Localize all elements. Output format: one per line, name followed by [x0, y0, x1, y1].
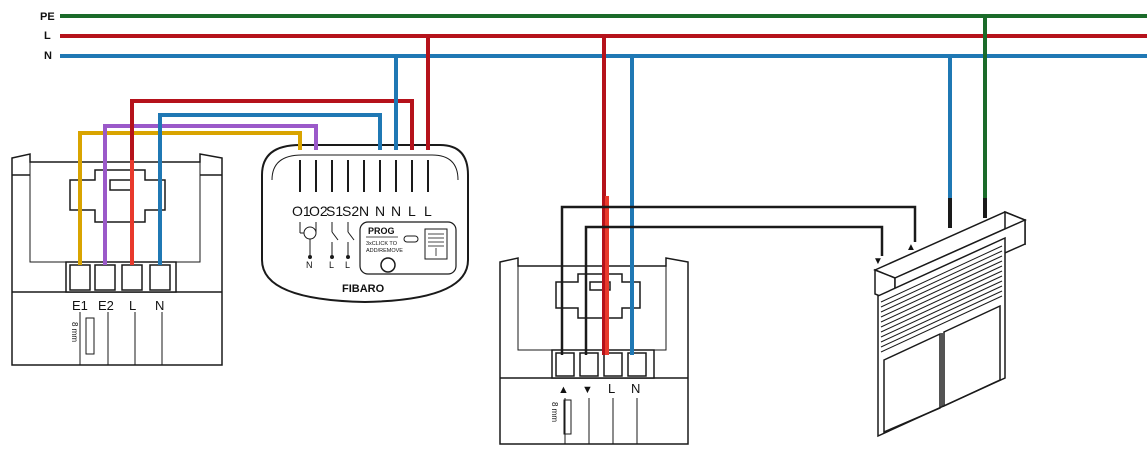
fibaro-terminal-screws: [299, 160, 429, 192]
right-terminal-n-label: N: [631, 381, 640, 396]
left-strip-length-label: 8 mm: [70, 322, 79, 342]
right-terminal-slot: [579, 352, 599, 377]
left-wires: [78, 36, 430, 265]
fibaro-prog-title: PROG: [368, 226, 395, 236]
right-terminal-slot: [627, 352, 647, 377]
fibaro-brand: FIBARO: [342, 283, 385, 295]
left-terminal-block: [65, 261, 177, 293]
fibaro-prog-line1: 3xCLICK TO: [366, 241, 398, 247]
fibaro-label-l1: L: [408, 203, 416, 219]
shutter-slats: [880, 245, 1003, 353]
left-switch-clamp: [69, 169, 166, 223]
n-label: N: [44, 50, 52, 62]
fibaro-sub-l1: L: [329, 260, 334, 270]
l-label: L: [44, 30, 51, 42]
fibaro-prog-button[interactable]: [380, 257, 396, 273]
fibaro-shutter-icon: [424, 228, 448, 260]
left-switch: [11, 153, 223, 366]
fibaro-sub-l2: L: [345, 260, 350, 270]
fibaro-prog-panel: [359, 221, 457, 275]
fibaro-label-l2: L: [424, 203, 432, 219]
shutter-window-pane-left: [883, 332, 941, 434]
fibaro-label-n2: N: [375, 203, 385, 219]
fibaro-label-s2: S2: [342, 203, 359, 219]
right-terminal-up-label: ▲: [558, 384, 569, 396]
left-terminal-n-label: N: [155, 298, 164, 313]
left-strip-gauge: [85, 317, 95, 355]
left-terminal-e2-label: E2: [98, 298, 114, 313]
shutter-window-pane-right: [943, 304, 1001, 408]
right-strip-length-label: 8 mm: [550, 402, 559, 422]
fibaro-led: [403, 235, 419, 243]
roller-shutter: [873, 210, 1027, 438]
fibaro-module: O1 O2 S1 S2 N N N L L N L L PROG: [261, 144, 469, 304]
fibaro-sub-n: N: [306, 260, 313, 270]
wire-n-blue: [158, 113, 382, 265]
right-switch-labels: ▲ ▼ L N 8 mm: [550, 381, 640, 422]
shutter-down-marker: ▼: [873, 256, 883, 267]
bus-lines: PE L N: [40, 11, 1147, 62]
right-terminal-slot: [555, 352, 575, 377]
pe-label: PE: [40, 11, 55, 23]
shutter-up-marker: ▲: [906, 242, 916, 253]
fibaro-prog-line2: ADD/REMOVE: [366, 248, 403, 254]
fibaro-body: [261, 144, 469, 304]
right-switch-clamp-center: [589, 281, 611, 291]
fibaro-label-n3: N: [391, 203, 401, 219]
fibaro-label-o2: O2: [309, 203, 328, 219]
wire-up-black: [560, 205, 917, 355]
right-switch: [499, 257, 689, 445]
right-terminal-l-label: L: [608, 381, 615, 396]
fibaro-label-s1: S1: [326, 203, 343, 219]
right-terminal-down-label: ▼: [582, 384, 593, 396]
left-switch-body: [11, 153, 223, 366]
right-wires: [560, 16, 987, 355]
fibaro-shutter-icon-slats: [428, 233, 444, 256]
left-terminal-l-label: L: [129, 298, 136, 313]
right-terminal-slot: [603, 352, 623, 377]
right-strip-gauge: [563, 399, 572, 435]
wire-down-black: [584, 225, 884, 355]
fibaro-label-n1: N: [359, 203, 369, 219]
wire-e2-purple: [103, 124, 318, 265]
right-switch-clamp: [555, 273, 641, 319]
left-terminal-e1-label: E1: [72, 298, 88, 313]
fibaro-bevel: [271, 154, 459, 181]
left-switch-labels: E1 E2 L N 8 mm: [70, 298, 164, 342]
fibaro-label-o1: O1: [292, 203, 311, 219]
wire-e1-yellow: [78, 131, 302, 265]
fibaro-schematic: [299, 222, 355, 259]
